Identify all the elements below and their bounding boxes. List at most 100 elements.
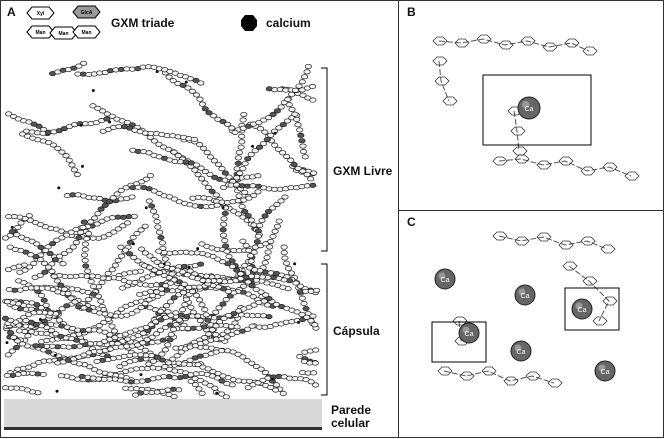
sugar-unit	[208, 188, 216, 194]
sugar-ring	[503, 376, 519, 386]
sugar-unit	[28, 238, 36, 244]
sugar-unit	[225, 174, 233, 180]
sugar-unit	[80, 60, 88, 66]
sugar-unit	[284, 96, 292, 102]
sugar-unit	[260, 117, 268, 123]
sugar-unit	[155, 270, 164, 276]
sugar-unit	[131, 392, 140, 398]
gxm-chain	[153, 259, 294, 285]
sugar-unit	[114, 257, 122, 263]
sugar-unit	[190, 136, 198, 142]
sugar-unit	[64, 290, 72, 297]
sugar-unit	[104, 270, 112, 276]
sugar-ring	[454, 38, 470, 48]
gxm-chain	[5, 111, 51, 137]
sugar-unit	[253, 239, 261, 245]
sugar-unit	[113, 191, 121, 197]
sugar-unit	[281, 255, 289, 261]
sugar-unit	[157, 286, 165, 292]
sugar-unit	[81, 241, 89, 247]
gxm-chain	[212, 389, 230, 400]
sugar-unit	[298, 311, 306, 318]
sugar-unit	[180, 281, 188, 287]
sugar-unit	[197, 261, 205, 267]
sugar-unit	[154, 224, 162, 230]
sugar-unit	[188, 88, 196, 94]
sugar-ring	[432, 56, 448, 66]
sugar-unit	[167, 280, 175, 286]
sugar-unit	[130, 254, 138, 260]
sugar-unit	[117, 244, 125, 250]
sugar-ring	[434, 76, 450, 86]
calcium-symbol: Ca	[521, 293, 530, 300]
sugar-unit	[249, 294, 257, 300]
sugar-unit	[244, 279, 252, 285]
sugar-unit	[70, 167, 79, 173]
sugar-ring	[536, 160, 552, 170]
sugar-unit	[261, 370, 269, 376]
sugar-unit	[108, 323, 116, 329]
sugar-unit	[177, 349, 185, 355]
sugar-unit	[117, 187, 125, 194]
calcium-ion	[297, 320, 301, 324]
sugar-unit	[49, 142, 58, 148]
sugar-unit	[241, 208, 249, 214]
gxm-chain	[155, 248, 270, 298]
sugar-unit	[55, 317, 63, 323]
sugar-unit	[219, 227, 227, 233]
sugar-unit	[219, 259, 227, 265]
sugar-unit	[294, 165, 302, 171]
sugar-ring	[492, 231, 508, 241]
sugar-unit	[263, 254, 271, 261]
calcium-ion	[155, 70, 159, 74]
sugar-unit	[206, 171, 214, 178]
calcium-ion	[196, 247, 200, 251]
sugar-unit	[169, 78, 177, 84]
sugar-unit	[202, 312, 210, 318]
capsule-label: Cápsula	[333, 324, 380, 338]
gxm-chain	[78, 370, 236, 388]
gxm-chain	[129, 184, 221, 210]
sugar-unit	[72, 226, 80, 232]
sugar-unit	[210, 158, 218, 164]
sugar-glca: GlcA	[81, 10, 93, 16]
sugar-unit	[254, 189, 262, 195]
sugar-unit	[48, 268, 56, 274]
sugar-unit	[198, 390, 206, 396]
sugar-unit	[161, 324, 169, 330]
sugar-unit	[223, 248, 231, 254]
sugar-unit	[239, 117, 247, 123]
sugar-unit	[197, 165, 205, 171]
sugar-unit	[260, 141, 268, 147]
sugar-unit	[255, 299, 263, 306]
sugar-unit	[101, 202, 109, 208]
sugar-unit	[194, 172, 202, 178]
sugar-unit	[264, 209, 273, 215]
sugar-unit	[225, 253, 233, 259]
sugar-unit	[155, 141, 163, 147]
sugar-unit	[310, 170, 318, 176]
sugar-man: Man	[36, 30, 46, 36]
sugar-unit	[220, 315, 228, 321]
sugar-unit	[165, 74, 173, 80]
sugar-unit	[51, 257, 59, 263]
sugar-unit	[244, 213, 252, 219]
sugar-unit	[188, 274, 196, 280]
sugar-unit	[254, 233, 262, 239]
sugar-unit	[109, 195, 117, 201]
calcium-label: calcium	[266, 16, 311, 30]
sugar-unit	[261, 213, 269, 219]
sugar-unit	[179, 82, 187, 88]
sugar-unit	[204, 366, 212, 372]
gxm-chain	[244, 373, 320, 391]
sugar-unit	[299, 143, 307, 149]
sugar-unit	[71, 299, 79, 305]
sugar-unit	[309, 83, 317, 90]
sugar-unit	[309, 313, 317, 319]
sugar-unit	[87, 279, 95, 285]
sugar-unit	[177, 285, 185, 291]
sugar-unit	[8, 348, 16, 354]
sugar-unit	[42, 247, 50, 254]
calcium-ion	[144, 206, 148, 210]
gxm-chain	[18, 131, 81, 178]
